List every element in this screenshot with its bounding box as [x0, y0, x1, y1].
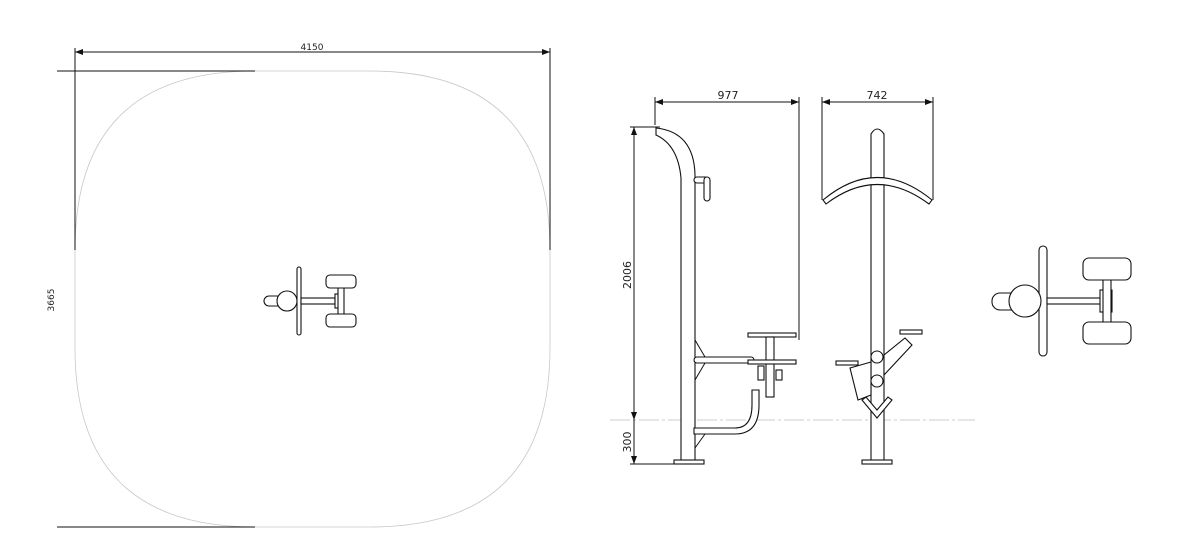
plan-view-safety-zone [57, 48, 551, 528]
front-width-label: 742 [867, 89, 888, 102]
width-dimension-label: 4150 [301, 43, 324, 53]
height-dimension: 2006 300 [621, 126, 680, 465]
width-dimension: 4150 [75, 43, 550, 55]
side-view-equipment [655, 127, 797, 465]
side-width-label: 977 [718, 89, 739, 102]
plan-view-equipment [263, 266, 357, 336]
foundation-depth-label: 300 [621, 432, 634, 453]
height-label: 2006 [621, 261, 634, 289]
depth-dimension: 3665 [47, 289, 57, 312]
front-width-dimension: 742 [821, 89, 934, 200]
front-view-equipment [822, 128, 933, 465]
side-width-dimension: 977 [654, 89, 800, 340]
depth-dimension-label: 3665 [47, 289, 57, 312]
right-plan-view-equipment [991, 245, 1132, 357]
